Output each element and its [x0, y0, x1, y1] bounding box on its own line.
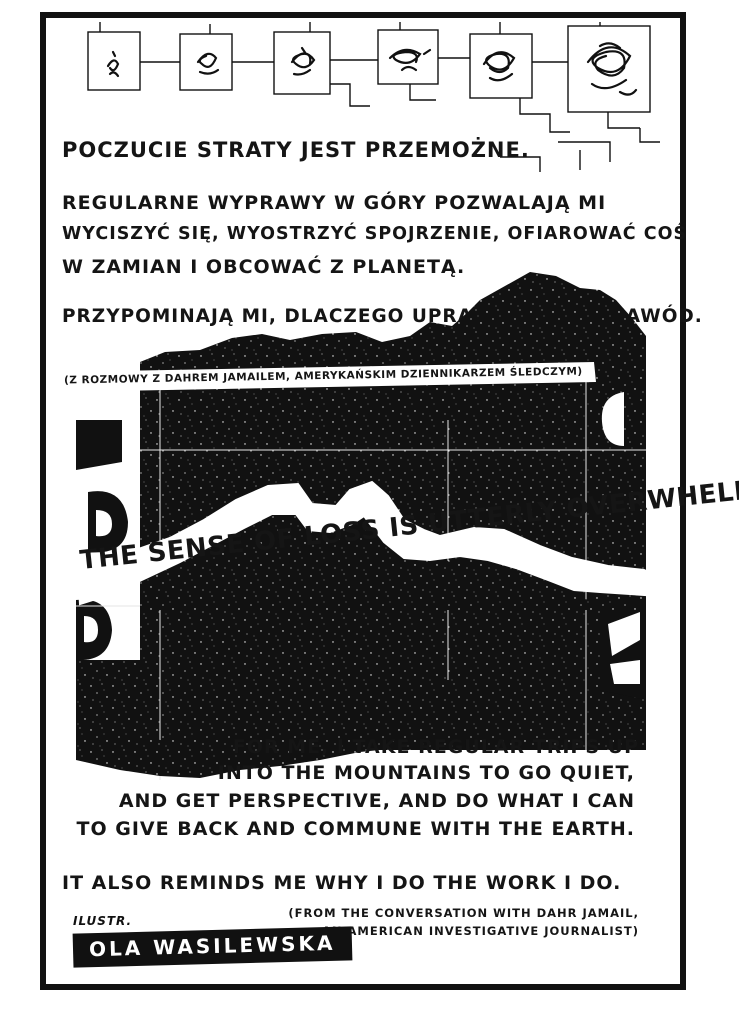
english-paragraph-line: FOR ME, I TAKE REGULAR TRIPS UP	[232, 736, 639, 758]
english-paragraph-line: AND GET PERSPECTIVE, AND DO WHAT I CAN	[118, 790, 635, 812]
scribble-icon	[290, 46, 316, 76]
illustrator-credit: ILUSTR. OLA WASILEWSKA	[72, 914, 352, 968]
scribble-icon	[106, 50, 120, 78]
scribble-icon	[196, 52, 220, 75]
english-source-line: (FROM THE CONVERSATION WITH DAHR JAMAIL,	[288, 906, 639, 920]
credit-name: OLA WASILEWSKA	[72, 926, 352, 968]
english-paragraph-line: TO GIVE BACK AND COMMUNE WITH THE EARTH.	[76, 818, 635, 840]
english-paragraph-line: INTO THE MOUNTAINS TO GO QUIET,	[217, 762, 635, 784]
polish-heading: POCZUCIE STRATY JEST PRZEMOŻNE.	[62, 138, 530, 162]
scribble-icon	[586, 42, 638, 96]
scribble-icon	[388, 48, 432, 72]
english-source-line: AN AMERICAN INVESTIGATIVE JOURNALIST)	[322, 924, 639, 938]
polish-paragraph-line: W ZAMIAN I OBCOWAĆ Z PLANETĄ.	[62, 256, 466, 278]
credit-label: ILUSTR.	[73, 914, 133, 928]
english-paragraph-2: IT ALSO REMINDS ME WHY I DO THE WORK I D…	[62, 872, 622, 894]
scribble-diagram	[87, 22, 660, 172]
polish-paragraph-line: WYCISZYĆ SIĘ, WYOSTRZYĆ SPOJRZENIE, OFIA…	[62, 224, 688, 244]
scribble-icon	[482, 51, 516, 82]
polish-paragraph-line: REGULARNE WYPRAWY W GÓRY POZWALAJĄ MI	[62, 192, 607, 214]
